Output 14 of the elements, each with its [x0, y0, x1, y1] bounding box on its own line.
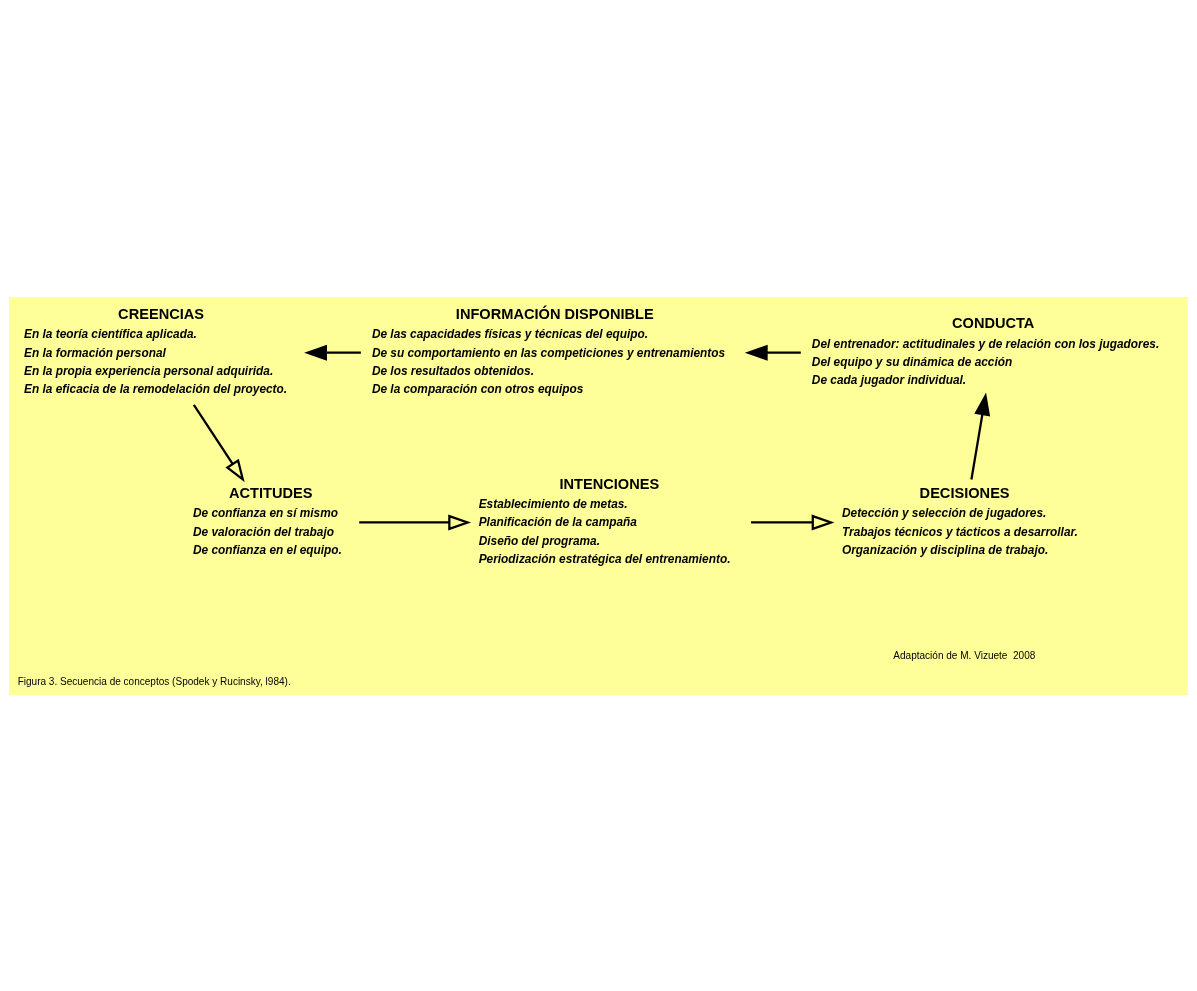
arrow [751, 513, 835, 530]
arrow [744, 344, 801, 361]
node-text: ACTITUDES De confianza en sí mismo De valoración del trabajo De confianza en el equipo. [192, 484, 342, 557]
node-text: CREENCIAS En la teoría científica aplicada. En la formación personal En la propia experiencia personal adquirida. En la eficacia de la remodelación del proyecto. [24, 305, 288, 396]
node-text: INFORMACIÓN DISPONIBLE De las capacidades físicas y técnicas del equipo. De su comportamiento en las competiciones y entrenamientos De los resultados obtenidos. De la comparación con otros equipos [371, 305, 726, 396]
node-text: INTENCIONES Establecimiento de metas. Planificación de la campaña Diseño del programa. Periodización estratégica del entrenamiento. [478, 475, 731, 566]
node-text: DECISIONES Detección y selección de jugadores. Trabajos técnicos y tácticos a desarrollar. Organización y disciplina de trabajo. [842, 484, 1078, 557]
caption: Figura 3. Secuencia de conceptos (Spodek y Rucinsky, l984). [17, 675, 291, 687]
arrow [304, 344, 361, 361]
arrow [970, 392, 991, 480]
arrow [192, 403, 245, 482]
arrow [359, 513, 472, 530]
label: Adaptación de M. Vizuete 2008 [893, 649, 1036, 661]
node-text: CONDUCTA Del entrenador: actitudinales y de relación con los jugadores. Del equipo y su dinámica de acción De cada jugador individual. [811, 314, 1160, 387]
